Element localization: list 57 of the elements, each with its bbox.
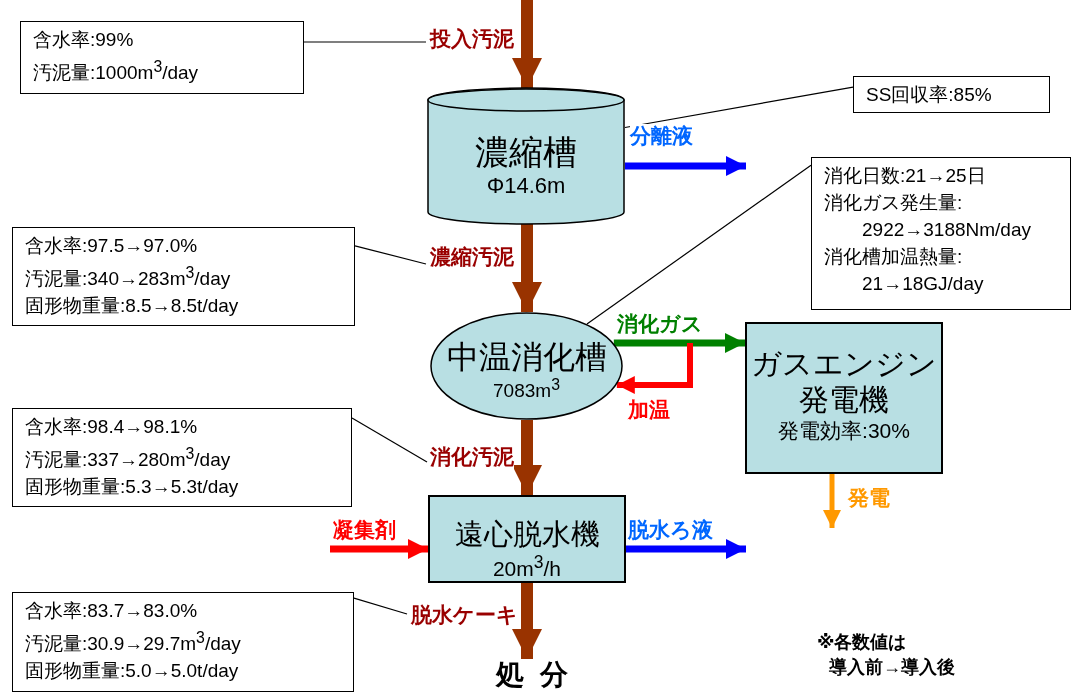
edge-label: 消化汚泥 [430,445,514,469]
info-text: 汚泥量:30.9→29.7m$^{3}$/day [25,628,242,657]
node-title: 濃縮槽 [474,132,578,173]
edge-label: 脱水ろ液 [628,518,713,542]
leader-line [823,474,841,528]
edge-label: 脱水ケーキ [411,603,518,627]
flow-arrow [512,420,542,495]
node-subtitle: 20m$^{3}$/h [491,551,563,581]
edge-label: 濃縮汚泥 [430,245,514,269]
flow-arrow [512,0,542,88]
info-text: SS回収率:85% [866,83,993,107]
edge-label: 発電 [848,486,890,510]
node-title: 中温消化槽 [445,338,608,377]
info-text: 汚泥量:1000m$^{3}$/day [33,57,200,86]
node-title: ガスエンジン発電機 [750,346,938,418]
process-box [428,495,626,583]
info-text: 汚泥量:340→283m$^{3}$/day [25,263,232,292]
node-subtitle: 7083m$^{3}$ [492,376,561,404]
disposal-text: 処分 [494,659,587,691]
info-box [12,408,352,507]
edge-label: 投入汚泥 [430,27,514,51]
leader-line [351,417,428,463]
info-box [811,157,1071,310]
info-text: 汚泥量:337→280m$^{3}$/day [25,444,232,473]
info-box [12,592,354,692]
edge-label: 加温 [628,398,670,422]
leader-line [353,597,408,615]
info-box [20,21,304,94]
leader-line [586,164,812,325]
info-text: 固形物重量:5.0→5.0t/day [25,659,240,684]
node-subtitle: Φ14.6m [485,172,567,200]
info-box [853,76,1050,113]
info-text: 消化日数:21→25日 [824,164,987,188]
info-text: 含水率:98.4→98.1% [25,415,199,439]
note-text: ※各数値は [817,631,907,654]
info-text: 含水率:83.7→83.0% [25,599,199,623]
info-text: 固形物重量:8.5→8.5t/day [25,294,240,319]
node-title: 遠心脱水機 [453,517,601,552]
leader-line [616,343,693,394]
process-box [745,322,943,474]
info-box [12,227,355,326]
edge-label: 分離液 [630,124,693,148]
info-text: 消化ガス発生量: 2922→3188Nm/day [824,191,1032,242]
leader-line [613,333,745,353]
info-text: 含水率:99% [33,28,135,52]
note-text: 導入前→導入後 [829,656,955,679]
flow-arrow [512,224,542,312]
flow-arrow [512,583,542,659]
leader-line [354,245,427,265]
info-text: 消化槽加温熱量: 21→18GJ/day [824,245,985,296]
info-text: 含水率:97.5→97.0% [25,234,199,258]
edge-label: 凝集剤 [333,518,396,542]
leader-line [624,86,854,129]
node-subtitle: 発電効率:30% [777,418,911,444]
info-text: 固形物重量:5.3→5.3t/day [25,475,240,500]
leader-line [303,41,427,43]
edge-label: 消化ガス [617,312,703,336]
